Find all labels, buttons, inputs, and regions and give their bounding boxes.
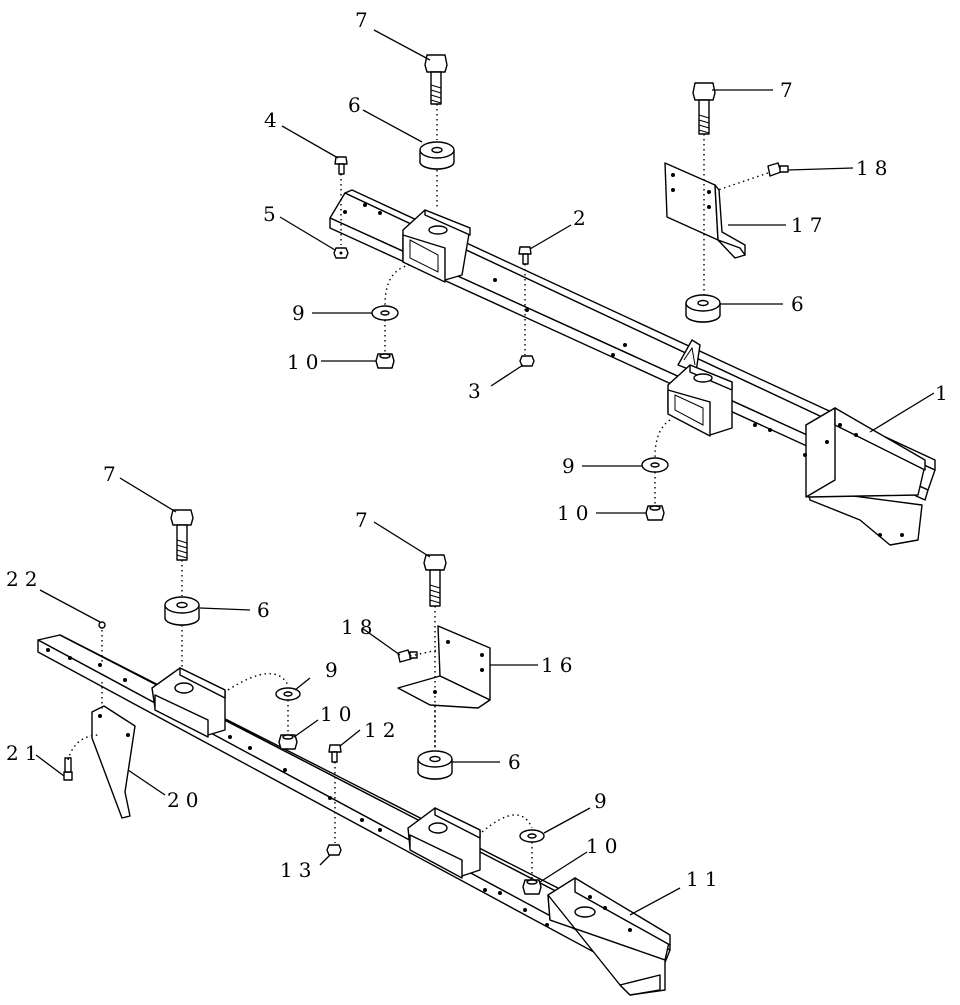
nut-22 [98, 621, 106, 629]
bolt-7-upper-left [424, 54, 448, 105]
callout-11: 11 [686, 867, 723, 891]
hanger-bracket-20 [91, 705, 136, 819]
callout-6-upper-right: 6 [791, 292, 810, 316]
callout-10-upper-left: 10 [287, 350, 324, 374]
callout-10-upper-right: 10 [557, 501, 594, 525]
lower-rail-assembly [37, 509, 671, 996]
leader-lines [35, 29, 935, 916]
rubber-isolator-6-lower-left [164, 596, 200, 626]
upper-crossmember-rail [329, 189, 936, 546]
callout-16: 16 [541, 653, 578, 677]
callout-labels: 7 7 6 4 5 2 3 18 17 6 9 10 1 9 10 7 7 22… [6, 8, 954, 891]
callout-17: 17 [791, 213, 828, 237]
rubber-isolator-6-upper-right [685, 294, 721, 323]
callout-4: 4 [264, 108, 283, 132]
callout-18-upper: 18 [856, 156, 893, 180]
bolt-4 [334, 156, 348, 175]
callout-18-lower: 18 [341, 615, 378, 639]
lower-crossmember-rail [37, 634, 671, 996]
rubber-isolator-6-lower-right [417, 750, 453, 780]
callout-9-lower-right: 9 [594, 789, 613, 813]
callout-7-lower-left: 7 [103, 462, 122, 486]
callout-6-lower-right: 6 [508, 750, 527, 774]
washer-9-lower-right [519, 829, 545, 843]
rubber-isolator-6-upper-left [419, 141, 455, 170]
callout-9-upper-left: 9 [292, 301, 311, 325]
bolt-7-lower-left [170, 509, 194, 561]
bolt-7-lower-right [423, 554, 447, 607]
bolt-7-upper-right [692, 82, 716, 135]
callout-5: 5 [263, 202, 282, 226]
bolt-18-upper [767, 162, 789, 177]
callout-6-upper-left: 6 [348, 93, 367, 117]
nut-3 [519, 355, 535, 367]
nut-13 [326, 844, 342, 856]
nut-10-lower-right [522, 879, 542, 895]
callout-9-upper-right: 9 [562, 454, 581, 478]
bolt-2 [518, 246, 532, 265]
callout-7-lower-right: 7 [355, 508, 374, 532]
callout-22: 22 [6, 567, 43, 591]
callout-9-lower-left: 9 [325, 658, 344, 682]
plate-bracket-17 [664, 162, 746, 259]
bolt-12 [328, 744, 342, 763]
callout-10-lower-right: 10 [586, 834, 623, 858]
upper-rail-assembly [329, 54, 936, 546]
nut-10-lower-left [278, 734, 298, 750]
callout-10-lower-left: 10 [320, 702, 357, 726]
callout-21: 21 [6, 741, 43, 765]
angle-bracket-16 [397, 625, 491, 709]
nut-10-upper-right [645, 505, 665, 521]
callout-6-lower-left: 6 [257, 598, 276, 622]
bolt-21 [63, 757, 73, 781]
washer-9-upper-right [641, 457, 669, 473]
callout-2: 2 [573, 206, 592, 230]
washer-9-lower-left [275, 687, 301, 701]
nut-5 [333, 247, 349, 259]
callout-7-upper-right: 7 [780, 78, 799, 102]
nut-10-upper-left [375, 353, 395, 369]
callout-13: 13 [280, 858, 317, 882]
bolt-18-lower [397, 649, 418, 663]
callout-7-upper-left: 7 [355, 8, 374, 32]
callout-20: 20 [167, 788, 204, 812]
callout-1: 1 [935, 381, 954, 405]
callout-3: 3 [468, 379, 487, 403]
callout-12: 12 [364, 718, 401, 742]
washer-9-upper-left [371, 305, 399, 321]
